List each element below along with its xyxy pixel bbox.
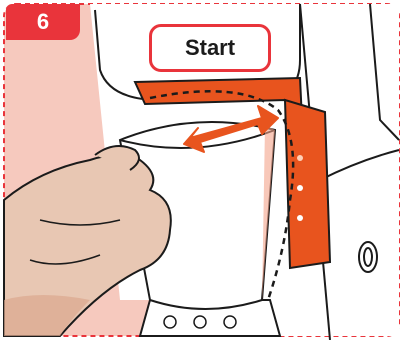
tray-hole bbox=[224, 316, 236, 328]
dispenser-light bbox=[297, 215, 303, 221]
dispenser-light bbox=[297, 155, 303, 161]
tray-hole bbox=[194, 316, 206, 328]
side-power-button[interactable] bbox=[359, 242, 377, 272]
start-button[interactable]: Start bbox=[149, 24, 271, 72]
dispenser-light bbox=[297, 185, 303, 191]
tray-hole bbox=[164, 316, 176, 328]
step-number-badge: 6 bbox=[6, 4, 80, 40]
